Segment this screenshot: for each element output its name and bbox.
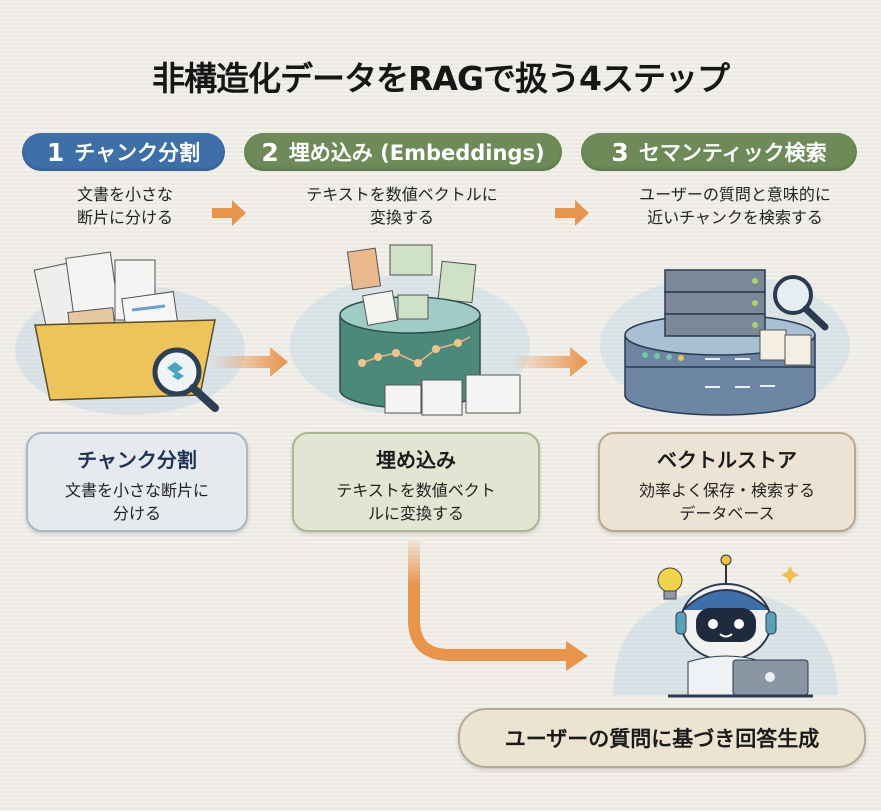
- page-title: 非構造化データをRAGで扱う4ステップ: [152, 59, 730, 98]
- robot-laptop-lightbulb-icon: [613, 554, 838, 698]
- step-3-label: セマンティック検索: [638, 141, 827, 165]
- card-vector-store: ベクトルストア 効率よく保存・検索する データベース: [598, 432, 856, 532]
- step-2-number: 2: [261, 137, 279, 167]
- server-stack-database-icon: [600, 269, 850, 416]
- folder-documents-magnifier-icon: [15, 251, 245, 415]
- step-1-desc-line2: 断片に分ける: [76, 208, 173, 227]
- card-chunking-title: チャンク分割: [77, 448, 197, 472]
- step-1-pill: 1 チャンク分割: [22, 133, 225, 171]
- card-vector-store-desc-line2: データベース: [679, 504, 775, 523]
- step-3-description: ユーザーの質問と意味的に 近いチャンクを検索する: [600, 183, 870, 229]
- arrow-right-icon: [510, 347, 588, 377]
- step-1-desc-line1: 文書を小さな: [76, 185, 173, 204]
- step-3-pill: 3 セマンティック検索: [581, 133, 857, 171]
- step-2-pill: 2 埋め込み (Embeddings): [244, 133, 562, 171]
- card-vector-store-title: ベクトルストア: [657, 448, 797, 472]
- card-chunking-desc-line2: 分ける: [112, 504, 161, 523]
- card-embedding: 埋め込み テキストを数値ベクト ルに変換する: [292, 432, 540, 532]
- step-3-desc-line2: 近いチャンクを検索する: [647, 208, 823, 227]
- step-3-desc-line1: ユーザーの質問と意味的に: [639, 185, 831, 204]
- card-chunking-desc-line1: 文書を小さな断片に: [64, 481, 209, 500]
- bent-arrow-icon: [408, 540, 588, 671]
- step-2-desc-line2: 変換する: [369, 208, 434, 227]
- step-2-label: 埋め込み (Embeddings): [288, 141, 545, 165]
- step-2-description: テキストを数値ベクトルに 変換する: [262, 183, 542, 229]
- card-embedding-title: 埋め込み: [376, 448, 456, 472]
- arrow-right-icon: [212, 200, 246, 226]
- vector-database-cylinder-icon: [290, 244, 530, 416]
- step-1-number: 1: [46, 137, 65, 167]
- final-step-pill: ユーザーの質問に基づき回答生成: [458, 708, 866, 768]
- step-1-description: 文書を小さな 断片に分ける: [40, 183, 210, 229]
- arrow-right-icon: [555, 200, 589, 226]
- step-1-label: チャンク分割: [74, 141, 201, 165]
- step-3-number: 3: [611, 137, 629, 167]
- card-chunking: チャンク分割 文書を小さな断片に 分ける: [26, 432, 248, 532]
- card-vector-store-desc-line1: 効率よく保存・検索する: [638, 481, 815, 500]
- card-embedding-desc-line1: テキストを数値ベクト: [336, 481, 496, 500]
- card-embedding-desc-line2: ルに変換する: [367, 504, 464, 523]
- arrow-right-icon: [210, 347, 288, 377]
- step-2-desc-line1: テキストを数値ベクトルに: [306, 185, 498, 204]
- final-step-label: ユーザーの質問に基づき回答生成: [504, 727, 820, 751]
